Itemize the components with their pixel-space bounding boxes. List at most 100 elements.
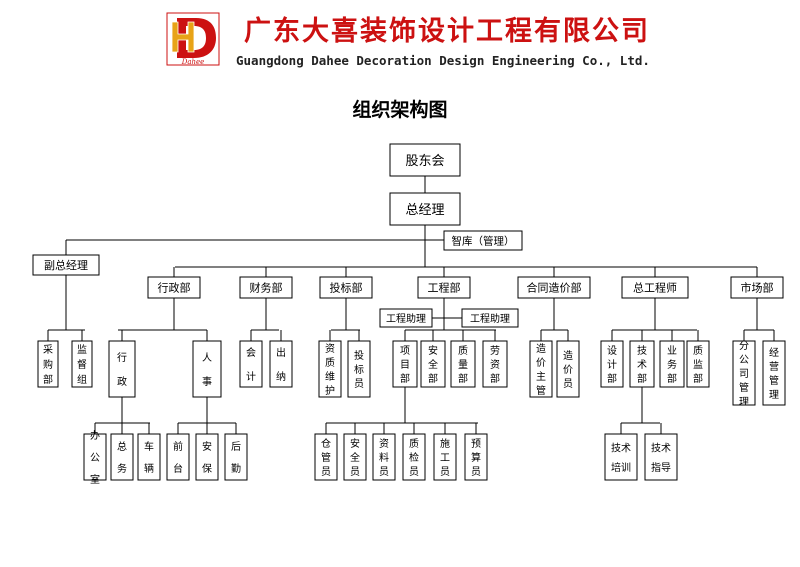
- box-eng-assistant-0: 工程助理: [379, 308, 433, 328]
- box-dept-4: 合同造价部: [517, 276, 591, 299]
- box-child-3-0-1-label: 安全员: [350, 437, 360, 478]
- box-deputy-child-0: 采购部: [37, 340, 59, 388]
- box-child-3-0-4: 施工员: [433, 433, 457, 481]
- box-child-5-1-1-label: 技术指导: [651, 442, 671, 474]
- box-unit-1-0-label: 会计: [246, 346, 256, 383]
- box-unit-5-1: 技术部: [629, 340, 655, 388]
- box-shareholders: 股东会: [389, 143, 461, 177]
- box-unit-5-3-label: 质监部: [693, 345, 703, 385]
- box-child-3-0-4-label: 施工员: [440, 437, 450, 478]
- logo-h-shape: [171, 21, 195, 53]
- box-dept-0-label: 行政部: [158, 281, 191, 295]
- box-general-manager: 总经理: [389, 192, 461, 226]
- box-dept-0: 行政部: [147, 276, 201, 299]
- box-unit-3-0-label: 项目部: [400, 345, 410, 385]
- box-unit-3-2-label: 质量部: [458, 345, 468, 385]
- box-dept-2-label: 投标部: [330, 281, 363, 295]
- logo-wordmark: Dahee: [181, 58, 205, 66]
- box-dept-6: 市场部: [730, 276, 784, 299]
- box-deputy-child-1: 监督组: [71, 340, 93, 388]
- box-child-3-0-3: 质检员: [402, 433, 426, 481]
- box-unit-2-0-label: 资质维护: [325, 343, 335, 397]
- box-deputy-gm: 副总经理: [32, 254, 100, 276]
- box-unit-5-1-label: 技术部: [637, 344, 647, 385]
- box-unit-4-1: 造价员: [556, 340, 580, 398]
- box-dept-1: 财务部: [239, 276, 293, 299]
- box-unit-4-0-label: 造价主管: [536, 342, 546, 397]
- box-dept-5-label: 总工程师: [633, 281, 677, 295]
- box-child-0-0-2-label: 车辆: [144, 440, 154, 475]
- box-child-0-1-1-label: 安保: [202, 440, 212, 475]
- box-unit-4-0: 造价主管: [529, 340, 553, 398]
- box-child-3-0-2-label: 资料员: [379, 438, 389, 478]
- box-general-manager-label: 总经理: [405, 203, 444, 218]
- box-unit-3-0: 项目部: [392, 340, 418, 388]
- box-unit-6-0-label: 分公司管理: [739, 340, 749, 408]
- box-dept-3: 工程部: [417, 276, 471, 299]
- box-eng-assistant-1-label: 工程助理: [470, 312, 510, 325]
- box-child-0-0-0-label: 办公室: [90, 429, 100, 486]
- box-child-0-0-2: 车辆: [137, 433, 161, 481]
- box-child-0-0-1: 总务: [110, 433, 134, 481]
- box-dept-4-label: 合同造价部: [527, 281, 582, 295]
- box-unit-5-0-label: 设计部: [607, 345, 617, 385]
- chart-title: 组织架构图: [352, 99, 448, 121]
- box-dept-2: 投标部: [319, 276, 373, 299]
- box-eng-assistant-1: 工程助理: [461, 308, 519, 328]
- box-child-0-1-2-label: 后勤: [231, 441, 241, 475]
- box-unit-6-0: 分公司管理: [732, 340, 756, 408]
- box-unit-5-2: 业务部: [659, 340, 685, 388]
- box-unit-1-1: 出纳: [269, 340, 293, 388]
- box-dept-5: 总工程师: [621, 276, 689, 299]
- box-unit-6-1-label: 经营管理: [769, 346, 779, 401]
- box-child-3-0-0: 仓管员: [314, 433, 338, 481]
- box-unit-0-0-label: 行政: [117, 351, 127, 388]
- box-child-0-1-0: 前台: [166, 433, 190, 481]
- box-child-3-0-5-label: 预算员: [471, 438, 481, 478]
- box-deputy-gm-label: 副总经理: [44, 258, 88, 272]
- box-unit-2-1: 投标员: [347, 340, 371, 398]
- box-unit-0-0: 行政: [108, 340, 136, 398]
- box-child-0-1-2: 后勤: [224, 433, 248, 481]
- box-child-3-0-1: 安全员: [343, 433, 367, 481]
- box-child-5-1-0: 技术培训: [604, 433, 638, 481]
- box-unit-3-1: 安全部: [420, 340, 446, 388]
- box-think-tank-label: 智库（管理）: [452, 234, 515, 247]
- box-unit-6-1: 经营管理: [762, 340, 786, 406]
- box-unit-0-1: 人事: [192, 340, 222, 398]
- box-unit-3-1-label: 安全部: [428, 344, 438, 385]
- box-child-5-1-0-label: 技术培训: [611, 442, 631, 474]
- box-unit-1-1-label: 出纳: [276, 346, 286, 383]
- box-child-3-0-3-label: 质检员: [409, 438, 419, 478]
- box-shareholders-label: 股东会: [405, 154, 444, 169]
- box-eng-assistant-0-label: 工程助理: [386, 312, 426, 325]
- logo-d-shape: [177, 18, 216, 58]
- box-unit-3-2: 质量部: [450, 340, 476, 388]
- box-unit-4-1-label: 造价员: [563, 349, 573, 390]
- box-unit-5-0: 设计部: [600, 340, 624, 388]
- box-unit-3-3-label: 劳资部: [490, 344, 500, 385]
- box-unit-1-0: 会计: [239, 340, 263, 388]
- box-deputy-child-1-label: 监督组: [77, 343, 87, 386]
- box-child-0-1-0-label: 前台: [173, 440, 183, 475]
- box-dept-6-label: 市场部: [741, 281, 774, 295]
- box-unit-5-3: 质监部: [686, 340, 710, 388]
- company-name-cn: 广东大喜装饰设计工程有限公司: [244, 16, 650, 47]
- box-unit-2-0: 资质维护: [318, 340, 342, 398]
- box-unit-3-3: 劳资部: [482, 340, 508, 388]
- box-unit-5-2-label: 业务部: [667, 345, 677, 385]
- box-deputy-child-0-label: 采购部: [43, 344, 53, 386]
- box-unit-2-1-label: 投标员: [354, 349, 364, 390]
- box-child-0-0-0: 办公室: [83, 429, 107, 486]
- box-think-tank: 智库（管理）: [443, 230, 523, 251]
- box-child-0-0-1-label: 总务: [117, 440, 127, 475]
- box-child-5-1-1: 技术指导: [644, 433, 678, 481]
- company-logo: Dahee: [166, 12, 220, 66]
- company-name-en: Guangdong Dahee Decoration Design Engine…: [236, 53, 650, 68]
- box-dept-1-label: 财务部: [250, 281, 283, 295]
- box-dept-3-label: 工程部: [428, 281, 461, 295]
- box-unit-0-1-label: 人事: [202, 352, 212, 388]
- box-child-3-0-5: 预算员: [464, 433, 488, 481]
- box-child-3-0-2: 资料员: [372, 433, 396, 481]
